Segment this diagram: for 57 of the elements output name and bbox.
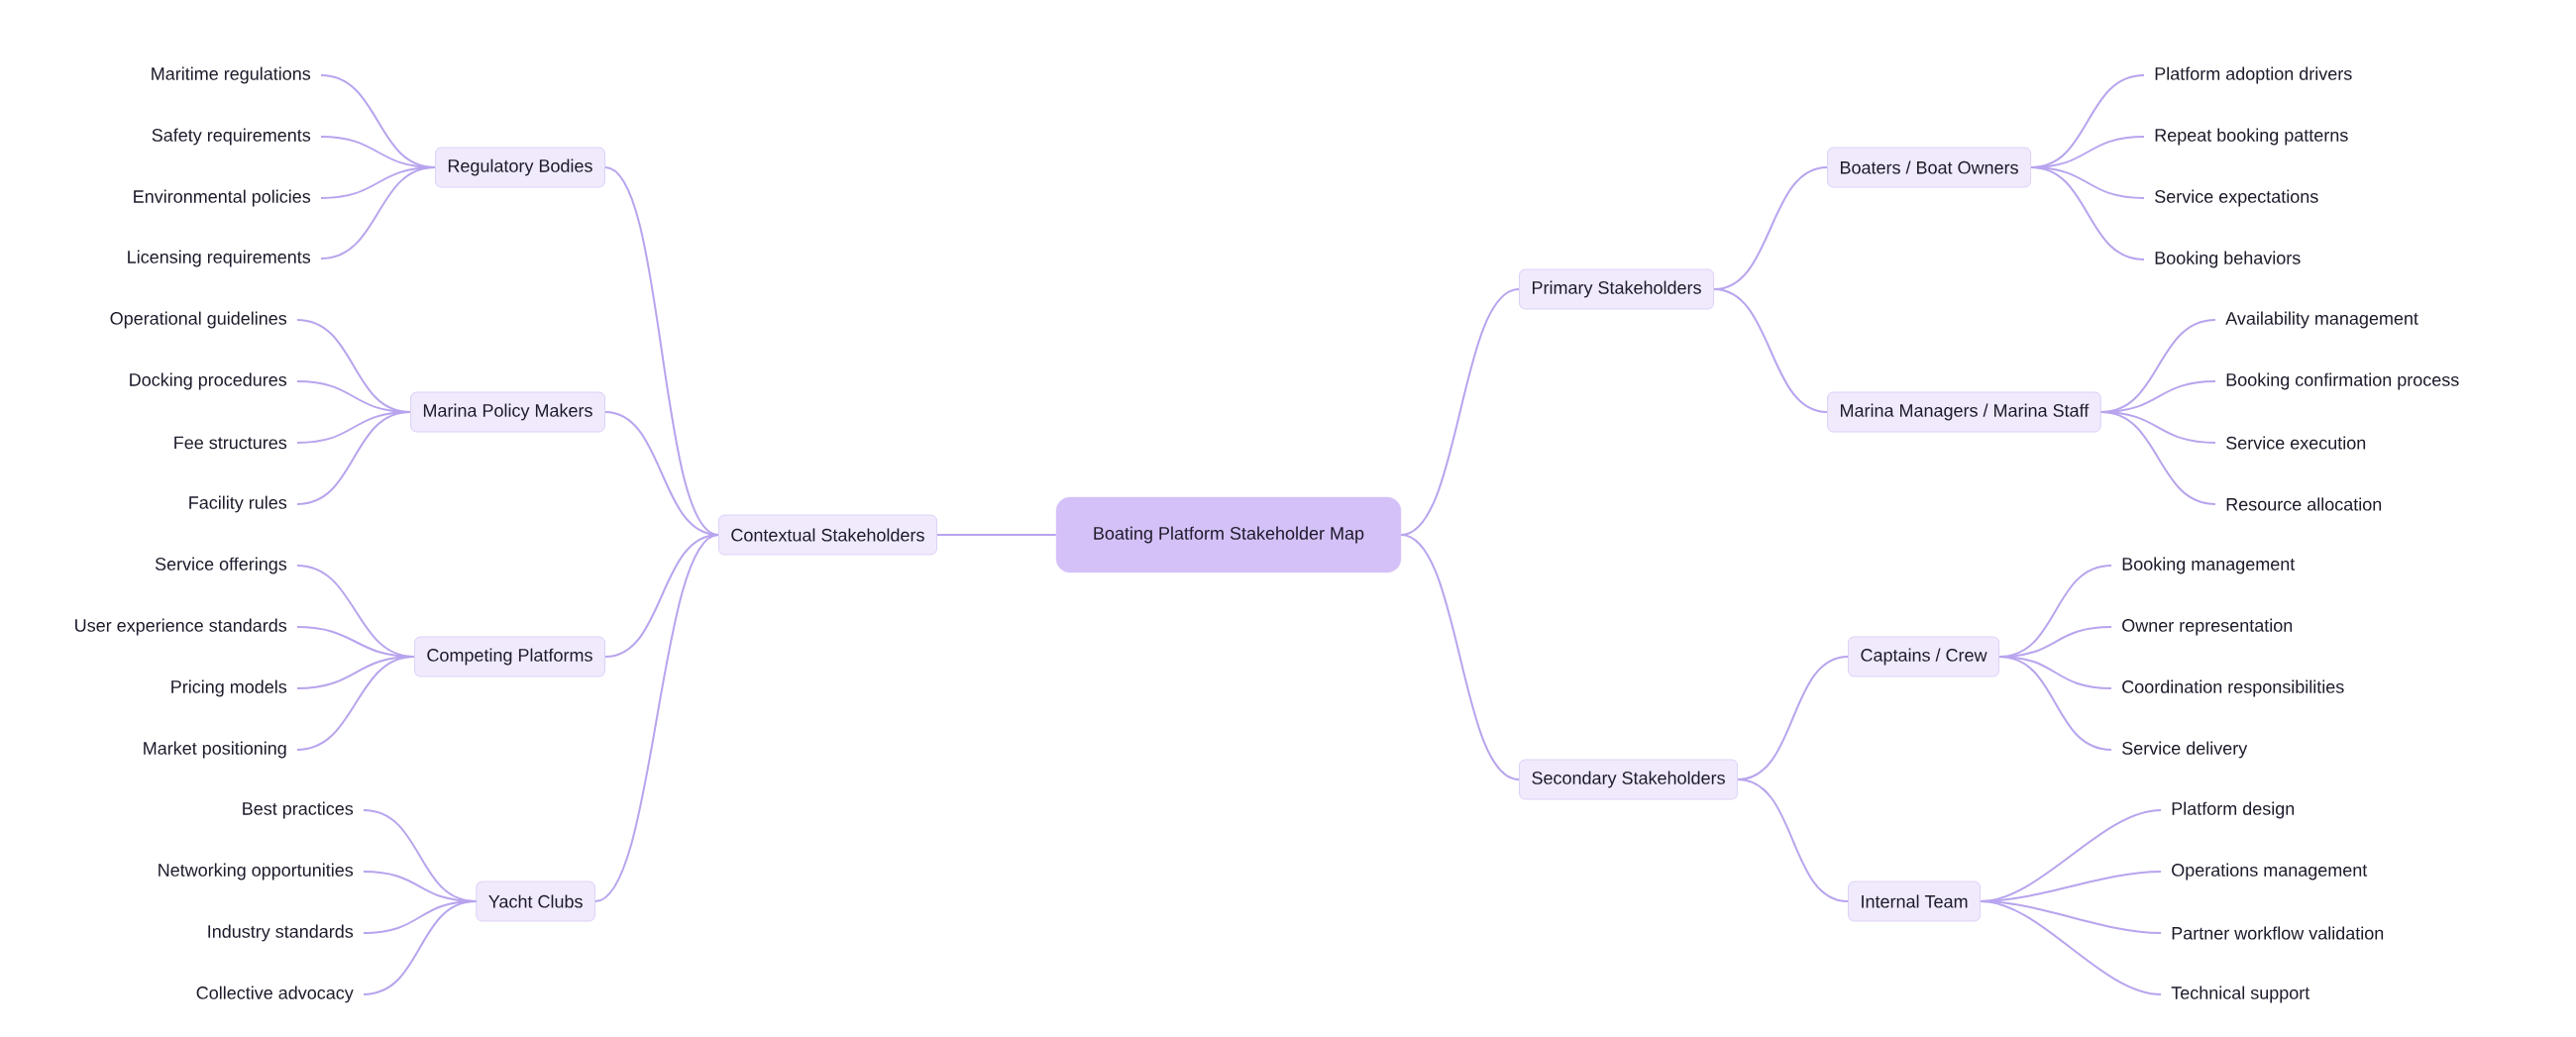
leaf-label: Collective advocacy [196, 985, 354, 1003]
connector-line [936, 534, 1057, 536]
connector-line [320, 166, 436, 199]
leaf-label: Booking confirmation process [2226, 372, 2459, 390]
topic-box: Primary Stakeholders [1519, 268, 1715, 310]
topic-box: Yacht Clubs [476, 881, 595, 922]
topic-box: Marina Managers / Marina Staff [1827, 391, 2101, 433]
leaf-label: Networking opportunities [159, 863, 354, 881]
leaf-label: Coordination responsibilities [2122, 679, 2344, 697]
connector-line [296, 626, 415, 658]
leaf-label: Operations management [2172, 863, 2368, 881]
leaf-label: Pricing models [171, 679, 287, 697]
connector-line [1400, 534, 1520, 780]
leaf-label: Platform design [2172, 801, 2295, 819]
leaf-label: Availability management [2225, 311, 2418, 329]
connector-line [1998, 626, 2112, 658]
topic-box: Competing Platforms [413, 636, 605, 677]
connector-line [1713, 166, 1828, 290]
connector-line [2030, 166, 2145, 199]
leaf-label: Facility rules [189, 495, 287, 513]
topic-box: Boaters / Boat Owners [1827, 147, 2032, 188]
leaf-label: Owner representation [2122, 618, 2293, 636]
topic-box: Marina Policy Makers [409, 391, 605, 433]
leaf-label: Service offerings [155, 557, 287, 574]
leaf-label: Platform adoption drivers [2155, 66, 2352, 84]
topic-box: Secondary Stakeholders [1519, 759, 1739, 800]
leaf-label: Market positioning [144, 741, 286, 759]
leaf-label: Resource allocation [2226, 497, 2382, 511]
connector-line [296, 411, 411, 444]
leaf-label: Booking management [2122, 557, 2296, 574]
leaf-label: Technical support [2171, 985, 2310, 1003]
leaf-label: Industry standards [208, 924, 354, 942]
leaf-label: Licensing requirements [128, 250, 311, 267]
leaf-label: Partner workflow validation [2172, 926, 2384, 940]
topic-box: Captains / Crew [1848, 636, 2000, 677]
leaf-label: Docking procedures [130, 372, 287, 390]
leaf-label: Best practices [243, 801, 354, 819]
leaf-label: Operational guidelines [110, 311, 287, 329]
central-topic-box: Boating Platform Stakeholder Map [1055, 496, 1402, 573]
leaf-label: User experience standards [75, 618, 287, 636]
leaf-label: Environmental policies [134, 189, 311, 207]
connector-line [2099, 411, 2217, 444]
topic-box: Regulatory Bodies [434, 147, 605, 188]
leaf-label: Service execution [2226, 436, 2366, 450]
connector-line [604, 534, 719, 658]
leaf-label: Booking behaviors [2155, 251, 2301, 268]
topic-box: Contextual Stakeholders [717, 514, 937, 556]
connector-line [363, 871, 478, 902]
topic-box: Internal Team [1848, 881, 1982, 922]
connector-line [1737, 778, 1849, 902]
leaf-label: Maritime regulations [152, 66, 311, 84]
leaf-label: Safety requirements [152, 128, 311, 146]
leaf-label: Service delivery [2122, 741, 2248, 759]
leaf-label: Fee structures [174, 436, 287, 450]
connector-line [1980, 871, 2162, 902]
leaf-label: Service expectations [2155, 189, 2318, 207]
leaf-label: Repeat booking patterns [2155, 128, 2348, 146]
